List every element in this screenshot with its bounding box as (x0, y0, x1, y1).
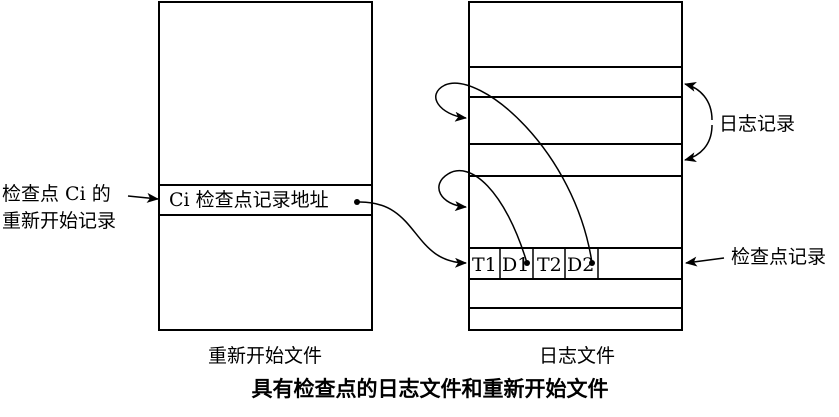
checkpoint-record-arrow (685, 256, 725, 267)
log-records-arrow-down (684, 124, 713, 162)
restart-entry-label: Ci 检查点记录地址 (169, 189, 329, 211)
restart-file-box (158, 1, 373, 331)
checkpoint-restart-label-arrow (127, 192, 159, 203)
restart-file-caption: 重新开始文件 (208, 345, 322, 367)
checkpoint-restart-label-line2: 重新开始记录 (2, 210, 116, 232)
d2-pointer-arrow (435, 82, 593, 264)
d1-pointer-arrow (438, 169, 528, 264)
cell-t2: T2 (537, 254, 562, 276)
log-file-box (468, 1, 683, 331)
cell-d1: D1 (502, 254, 529, 276)
checkpoint-record-label: 检查点记录 (731, 246, 826, 268)
cell-t1: T1 (472, 254, 497, 276)
log-records-label: 日志记录 (719, 113, 795, 135)
cell-d2: D2 (567, 254, 594, 276)
log-file-caption: 日志文件 (539, 345, 615, 367)
figure-title: 具有检查点的日志文件和重新开始文件 (252, 376, 609, 401)
restart-to-checkpoint-arrow (356, 201, 467, 268)
checkpoint-record-row: T1 D1 T2 D2 (472, 248, 599, 279)
log-records-arrow-up (684, 82, 713, 121)
checkpoint-restart-label-line1: 检查点 Ci 的 (2, 183, 111, 205)
